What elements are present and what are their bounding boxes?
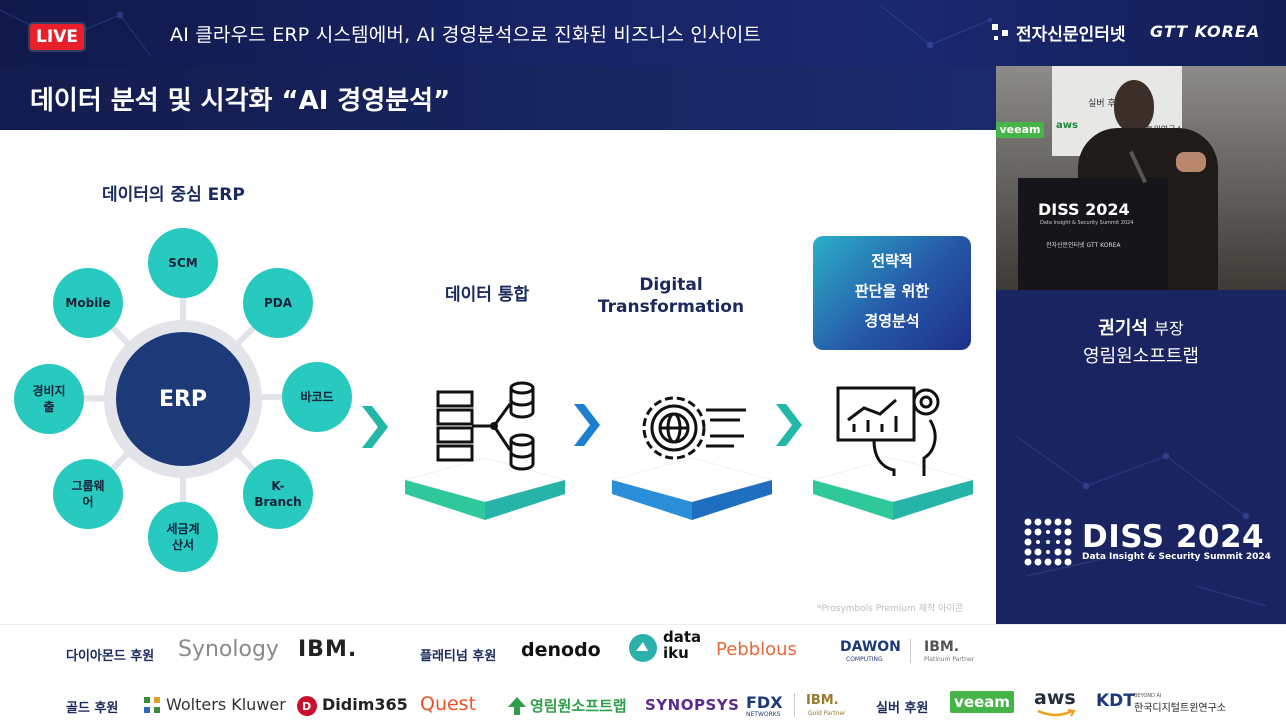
sponsor-ibm-platinum-sub: Platinum Partner [924,656,974,663]
dataiku-bird-icon [628,633,658,663]
sponsor-veeam: veeam [950,691,1014,713]
sponsor-wolters-kluwer: Wolters Kluwer [166,695,286,714]
diss-subtitle: Data Insight & Security Summit 2024 [1082,552,1271,562]
strategy-line-2: 판단을 위한 [813,276,971,306]
sponsor-strip: 다이아몬드 후원 Synology IBM. 플래티넘 후원 denodo da… [0,624,1286,726]
sponsor-ibm-platinum: IBM. [924,639,959,655]
backdrop-veeam-logo: veeam [996,122,1044,138]
head-chart-gear-icon [834,380,954,476]
gear-globe-icon [634,388,754,468]
sponsor-dataiku-line-1: data [663,629,701,645]
erp-center-circle: ERP [116,332,250,466]
satellite-k-branch: K- Branch [243,459,313,529]
satellite-scm: SCM [148,228,218,298]
diss-2024-logo: DISS 2024 Data Insight & Security Summit… [1022,516,1271,568]
speaker-head [1114,80,1154,132]
sponsor-fdx-sub: NETWORKS [746,711,781,718]
sponsor-aws: aws [1034,687,1076,709]
sponsor-synopsys: SYNOPSYS [645,696,739,714]
sponsor-fdx: FDX [746,693,783,712]
aws-smile-icon [1036,709,1076,717]
sponsor-dataiku-line-2: iku [663,645,701,661]
sponsor-dawon-sub: COMPUTING [846,656,883,663]
live-badge: LIVE [30,24,84,50]
sponsor-divider [794,693,795,717]
stage-label-digital: Digital [597,274,745,296]
sponsor-dawon: DAWON [840,639,901,655]
gtt-korea-logo: GTT KOREA [1150,22,1260,41]
stage-label-transformation: Transformation [597,296,745,318]
sponsor-synology: Synology [178,637,279,662]
chevron-right-icon [362,406,388,448]
network-pattern-decoration [996,396,1286,624]
satellite-mobile: Mobile [53,268,123,338]
podium-sponsor-text: 전자신문인터넷 GTT KOREA [1046,240,1121,249]
satellite-tax-invoice: 세금계 산서 [148,502,218,572]
broadcast-headline: AI 클라우드 ERP 시스템에버, AI 경영분석으로 진화된 비즈니스 인사… [170,20,761,47]
sponsor-ibm-gold-sub: Gold Partner [808,710,846,717]
broadcast-top-bar: LIVE AI 클라우드 ERP 시스템에버, AI 경영분석으로 진화된 비즈… [0,0,1286,66]
speaker-name-line: 권기석 부장 [996,314,1286,340]
satellite-groupware: 그룹웨 어 [53,459,123,529]
strategy-line-1: 전략적 [813,246,971,276]
speaker-organization: 영림원소프트랩 [996,342,1286,368]
speaker-name: 권기석 [1098,318,1148,339]
sponsor-tier-diamond: 다이아몬드 후원 [66,645,154,664]
satellite-expense: 경비지 출 [14,364,84,434]
etnews-logo: 전자신문인터넷 [990,20,1125,45]
etnews-mark-icon [990,22,1012,44]
server-database-icon [432,378,542,478]
sponsor-tier-silver: 실버 후원 [876,697,928,716]
satellite-barcode: 바코드 [282,362,352,432]
sponsor-tier-gold: 골드 후원 [66,697,118,716]
sponsor-dataiku: data iku [663,629,701,661]
stage-label-data-integration: 데이터 통합 [445,284,529,306]
speaker-title: 부장 [1154,319,1183,338]
sponsor-denodo: denodo [521,639,601,661]
speaker-hand [1176,152,1206,172]
sponsor-ibm-gold: IBM. [806,693,839,708]
presentation-slide: 데이터 분석 및 시각화 “AI 경영분석” 데이터의 중심 ERP ERP S… [0,66,996,624]
satellite-pda: PDA [243,268,313,338]
sponsor-ibm: IBM. [298,637,357,662]
diss-dot-grid-icon [1022,516,1074,568]
stage-label-digital-transformation: Digital Transformation [597,274,745,318]
podium-diss-subtitle: Data Insight & Security Summit 2024 [1040,220,1133,226]
sponsor-kdt: KDT [1096,691,1135,711]
podium-diss-title: DISS 2024 [1038,200,1130,219]
podium: DISS 2024 Data Insight & Security Summit… [1018,178,1168,290]
strategy-line-3: 경영분석 [813,306,971,336]
sponsor-divider [910,639,911,663]
svg-text:D: D [302,700,311,713]
sponsor-younglimwon: 영림원소프트랩 [530,695,627,716]
chevron-right-icon [574,404,600,446]
sponsor-pebblous: Pebblous [716,639,797,660]
backdrop-veeam-logo: aws [1056,120,1078,131]
etnews-logo-text: 전자신문인터넷 [1016,20,1125,45]
sponsor-tier-platinum: 플래티넘 후원 [420,645,496,664]
sponsor-didim365: Didim365 [322,695,408,714]
diss-title: DISS 2024 [1082,522,1271,552]
younglimwon-mark-icon [506,695,528,717]
didim365-mark-icon: D [296,695,318,717]
wolters-kluwer-mark-icon [142,695,162,715]
speaker-panel: 실버 후원 디지털트윈연구소 aws veeam DISS 2024 Data … [996,66,1286,624]
sponsor-quest: Quest [420,693,476,715]
icon-credit: *Prosymbols Premium 제작 아이콘 [817,601,963,614]
sponsor-kdt-name: 한국디지털트윈연구소 [1134,699,1226,714]
speaker-video: 실버 후원 디지털트윈연구소 aws veeam DISS 2024 Data … [996,66,1286,290]
strategy-analysis-box: 전략적 판단을 위한 경영분석 [813,236,971,350]
chevron-right-icon [776,404,802,446]
